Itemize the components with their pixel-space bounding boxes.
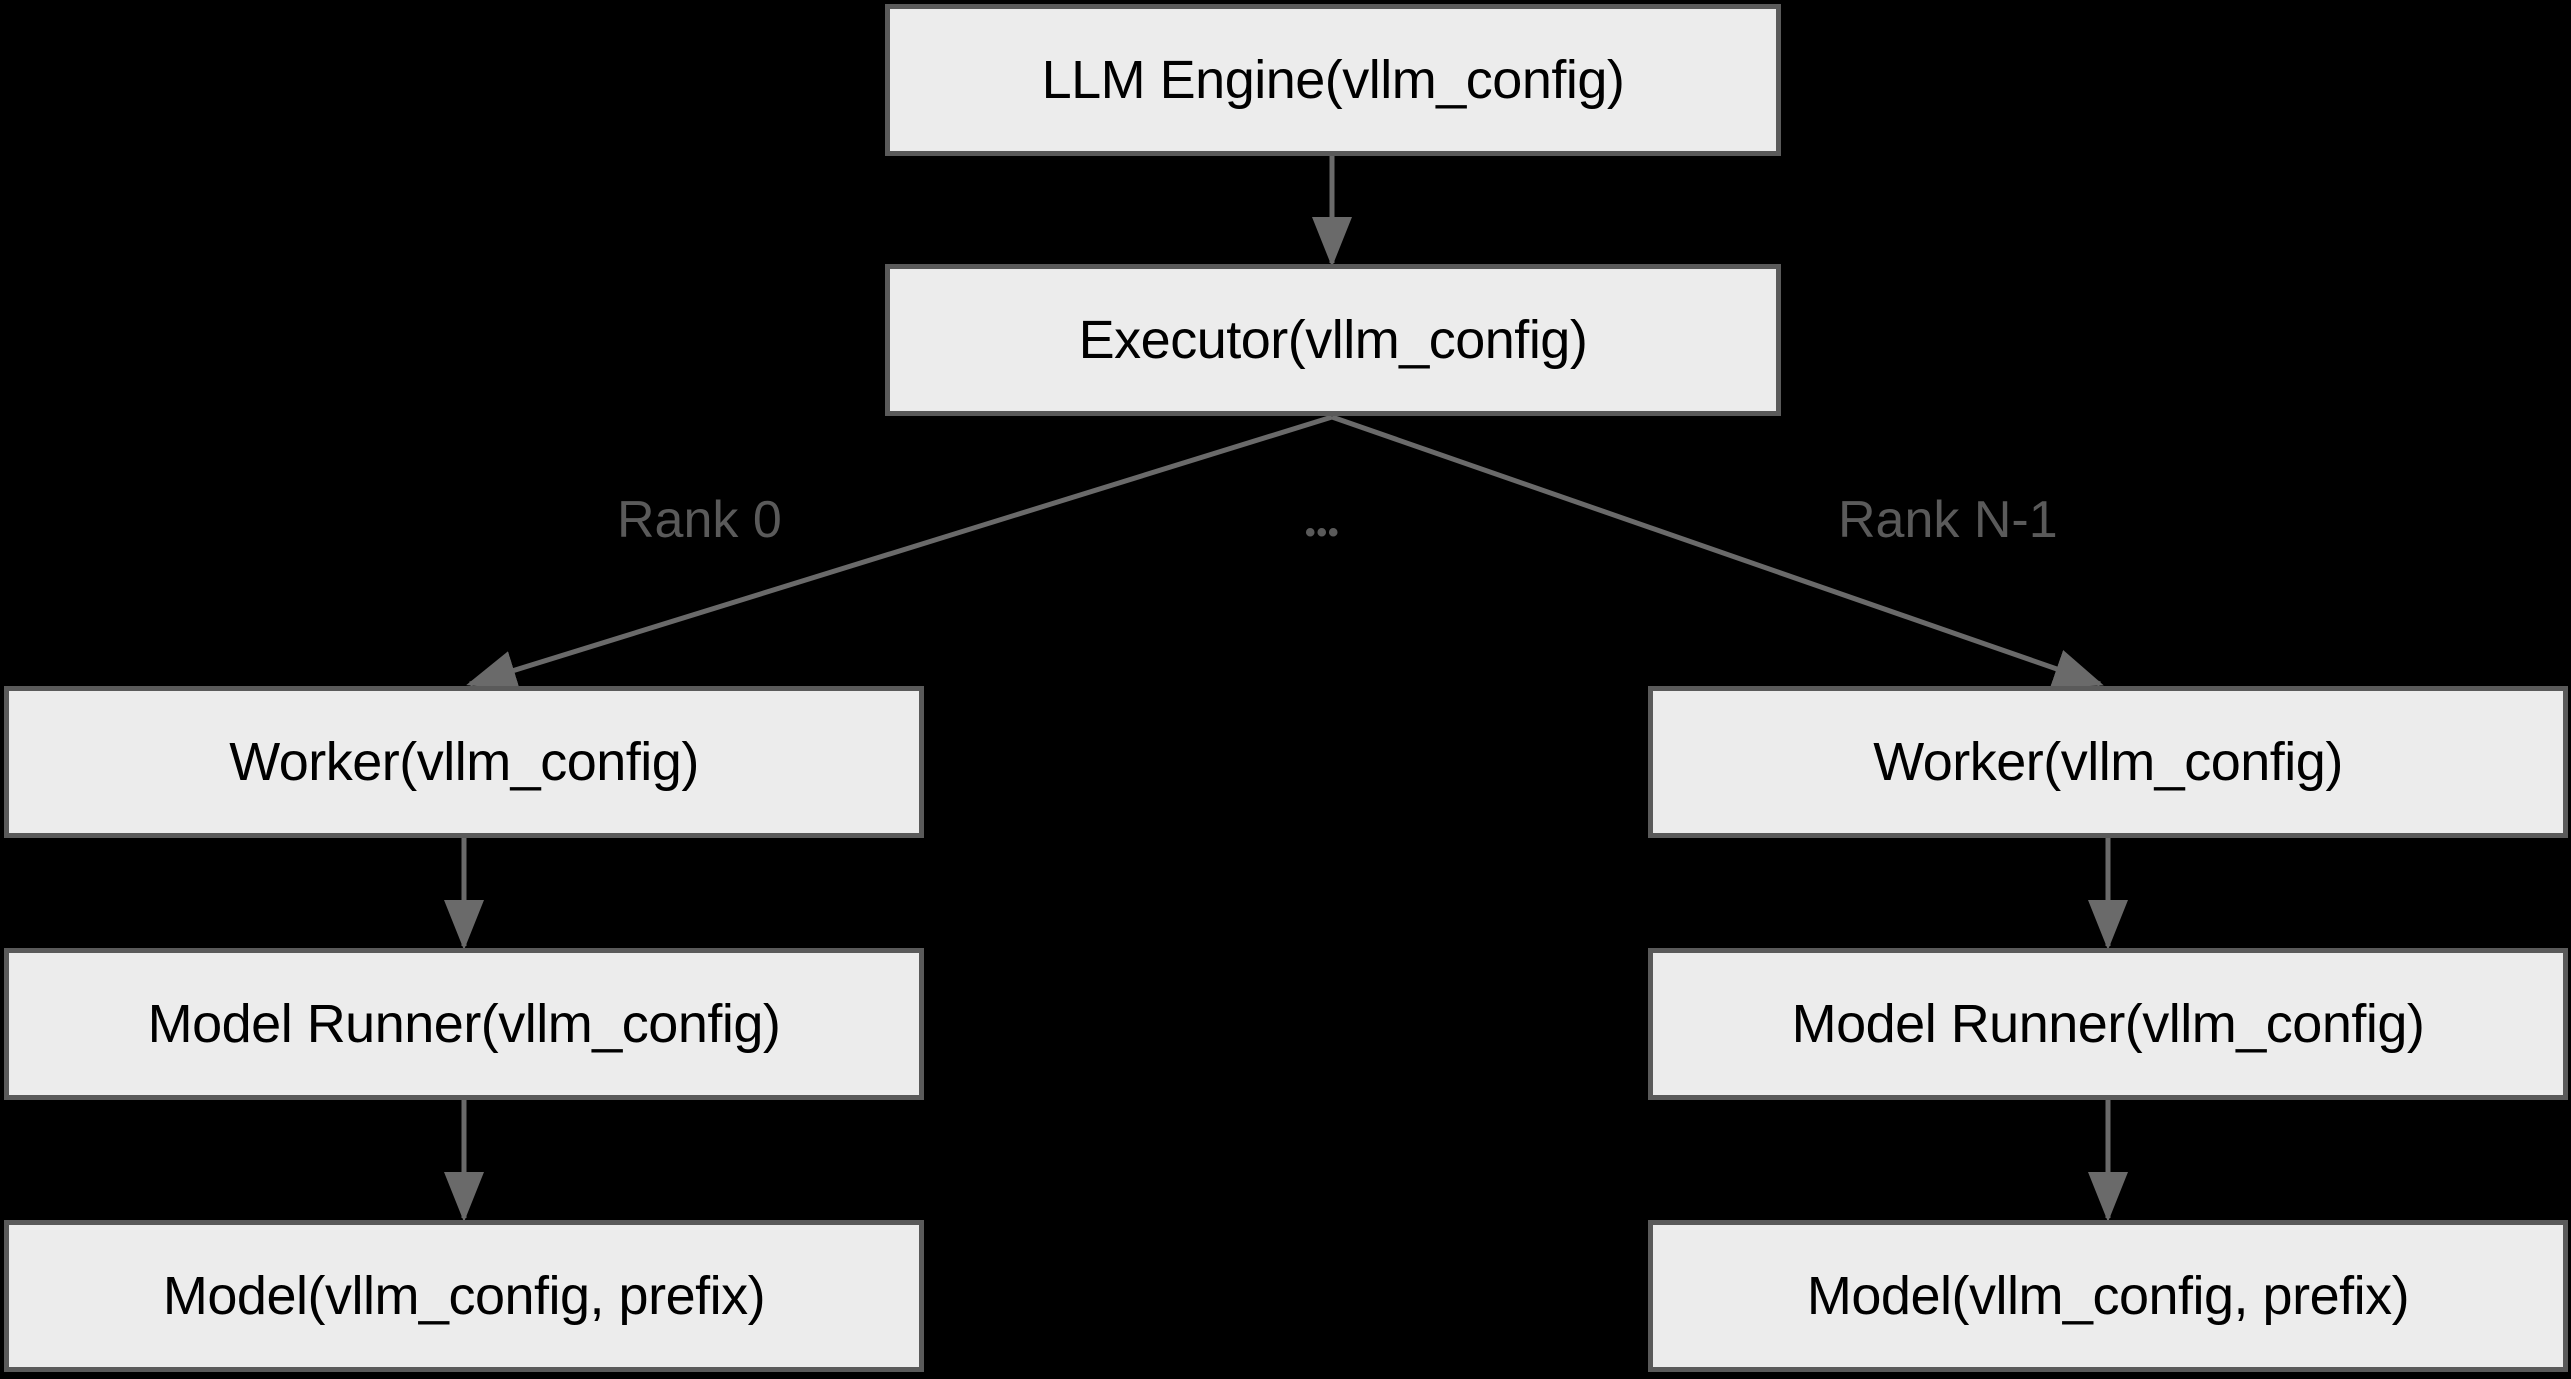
edge-label-rank-n-1: Rank N-1 [1838, 491, 2058, 549]
node-llm-engine[interactable]: LLM Engine(vllm_config) [885, 4, 1781, 156]
node-model-runner-rank0-label: Model Runner(vllm_config) [147, 994, 781, 1054]
node-worker-rank0-label: Worker(vllm_config) [229, 732, 699, 792]
node-worker-rankn[interactable]: Worker(vllm_config) [1648, 686, 2568, 838]
node-model-rank0-label: Model(vllm_config, prefix) [162, 1266, 766, 1326]
node-model-rank0[interactable]: Model(vllm_config, prefix) [4, 1220, 924, 1372]
node-llm-engine-label: LLM Engine(vllm_config) [1041, 50, 1625, 110]
node-worker-rankn-label: Worker(vllm_config) [1873, 732, 2343, 792]
node-model-runner-rankn[interactable]: Model Runner(vllm_config) [1648, 948, 2568, 1100]
node-model-rankn[interactable]: Model(vllm_config, prefix) [1648, 1220, 2568, 1372]
node-model-runner-rankn-label: Model Runner(vllm_config) [1791, 994, 2425, 1054]
node-worker-rank0[interactable]: Worker(vllm_config) [4, 686, 924, 838]
edge-executor-to-worker-rank0 [466, 414, 1333, 690]
node-model-rankn-label: Model(vllm_config, prefix) [1806, 1266, 2410, 1326]
edge-label-rank-0: Rank 0 [617, 491, 782, 549]
node-model-runner-rank0[interactable]: Model Runner(vllm_config) [4, 948, 924, 1100]
edge-label-ellipsis: ••• [1305, 516, 1340, 549]
node-executor[interactable]: Executor(vllm_config) [885, 264, 1781, 416]
edge-executor-to-worker-rankn [1331, 414, 2104, 688]
node-executor-label: Executor(vllm_config) [1078, 310, 1588, 370]
